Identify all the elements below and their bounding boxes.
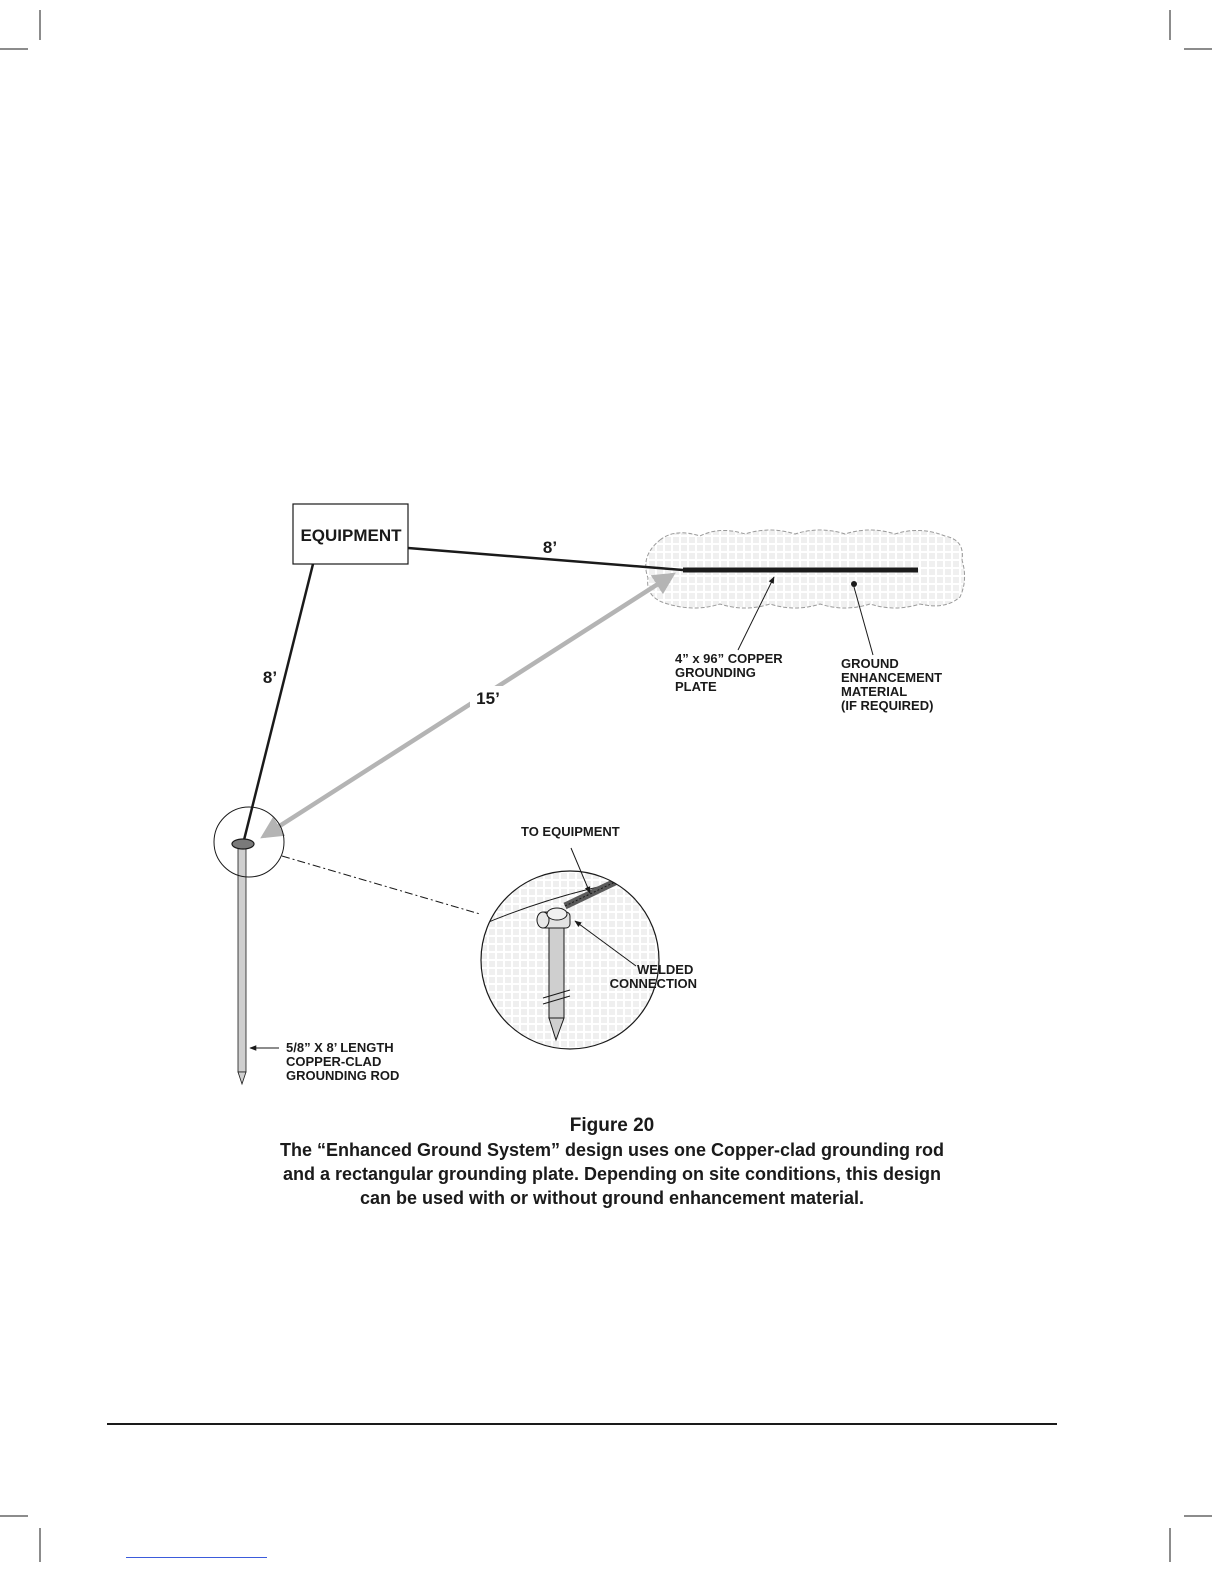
footer-rule <box>107 1423 1057 1425</box>
enhancement-label: GROUND ENHANCEMENT MATERIAL (IF REQUIRED… <box>841 656 946 713</box>
plate-leader <box>737 576 775 651</box>
to-equipment-label: TO EQUIPMENT <box>521 824 620 839</box>
detail-rod-tip <box>548 1017 565 1042</box>
detail-inset <box>480 870 660 1050</box>
wire-equipment-to-rod <box>242 563 315 841</box>
detail-highlight-circle <box>213 806 285 878</box>
crop-marks <box>0 10 1212 1562</box>
caption-line: can be used with or without ground enhan… <box>359 1188 865 1208</box>
to-equipment-leader <box>570 847 591 894</box>
rod-label: 5/8” X 8’ LENGTH COPPER-CLAD GROUNDING R… <box>286 1040 399 1083</box>
equipment-box <box>292 503 409 565</box>
plate-label: 4” x 96” COPPER GROUNDING PLATE <box>675 651 786 694</box>
grounding-rod-top <box>231 838 255 850</box>
detail-rod <box>548 925 565 1019</box>
grounding-rod-tip <box>237 1071 247 1086</box>
enhancement-dot <box>851 581 857 587</box>
figure-title: Figure 20 <box>569 1115 655 1136</box>
caption-line: and a rectangular grounding plate. Depen… <box>282 1164 942 1184</box>
dimension-label-top: 8’ <box>543 538 557 557</box>
footer-link-underline[interactable] <box>126 1557 267 1558</box>
dimension-label-diagonal: 15’ <box>476 689 500 708</box>
grounding-rod <box>237 845 247 1073</box>
equipment-label: EQUIPMENT <box>300 526 402 545</box>
enhancement-leader <box>853 586 874 656</box>
welded-leader <box>574 920 637 967</box>
dimension-label-left: 8’ <box>263 668 277 687</box>
dimension-arrow-15ft <box>260 572 676 839</box>
welded-label: WELDED CONNECTION <box>610 962 697 991</box>
wire-equipment-to-plate <box>407 546 684 572</box>
detail-connector <box>281 855 481 915</box>
figure-caption: Figure 20 The “Enhanced Ground System” d… <box>212 1114 1012 1210</box>
caption-line: The “Enhanced Ground System” design uses… <box>279 1140 945 1160</box>
